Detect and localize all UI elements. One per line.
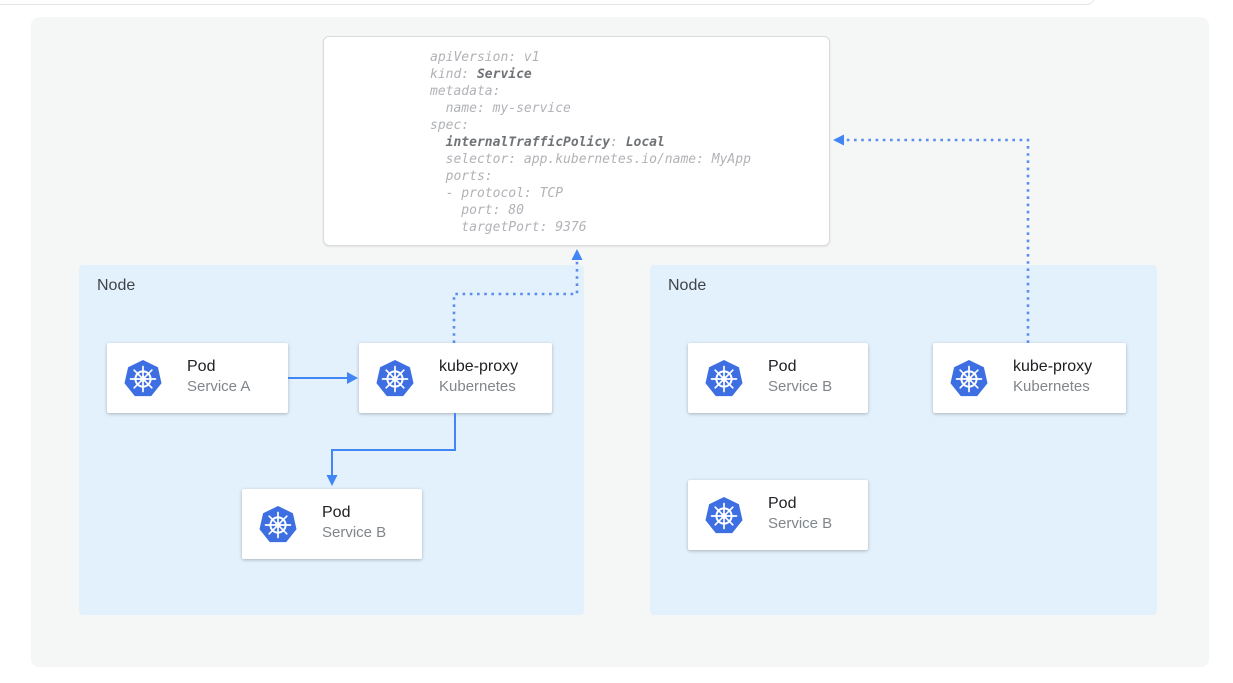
kubernetes-icon (123, 358, 163, 398)
kubernetes-icon (375, 358, 415, 398)
node-label: Node (668, 277, 707, 294)
kubernetes-icon (258, 504, 298, 544)
kubernetes-icon (949, 358, 989, 398)
card-kube-proxy-right: kube-proxy Kubernetes (933, 343, 1126, 413)
kubernetes-icon (704, 495, 744, 535)
kubernetes-icon (704, 358, 744, 398)
card-title: kube-proxy (439, 358, 519, 375)
card-title: kube-proxy (1013, 358, 1093, 375)
card-title: Pod (322, 504, 351, 521)
card-title: Pod (768, 495, 797, 512)
card-pod-service-a: Pod Service A (107, 343, 288, 413)
card-subtitle: Service A (187, 378, 251, 395)
card-kube-proxy-left: kube-proxy Kubernetes (359, 343, 552, 413)
card-subtitle: Service B (768, 515, 833, 532)
header-divider (0, 0, 1096, 5)
card-title: Pod (187, 358, 216, 375)
card-subtitle: Service B (768, 378, 833, 395)
card-title: Pod (768, 358, 797, 375)
node-label: Node (97, 277, 136, 294)
node-box-left: Node Pod Service A kube-proxy Kubernetes (79, 265, 584, 615)
card-pod-service-b-right-bottom: Pod Service B (688, 480, 868, 550)
card-pod-service-b-right-top: Pod Service B (688, 343, 868, 413)
node-box-right: Node Pod Service B kube-proxy Kubernetes (650, 265, 1157, 615)
card-pod-service-b-left: Pod Service B (242, 489, 422, 559)
card-subtitle: Service B (322, 524, 387, 541)
card-subtitle: Kubernetes (1013, 378, 1090, 395)
card-subtitle: Kubernetes (439, 378, 516, 395)
